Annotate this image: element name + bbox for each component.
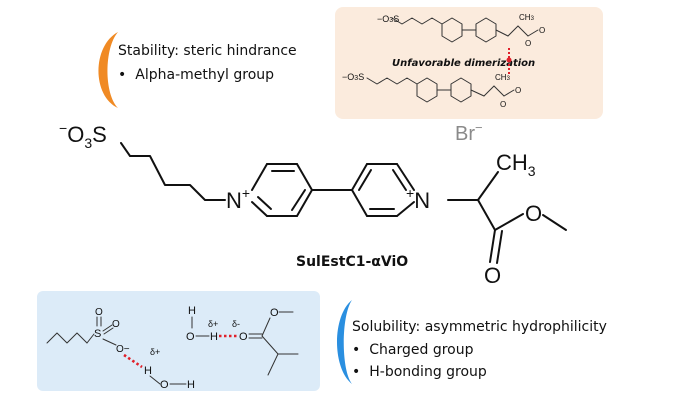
dimer-upper-carbonyl-o: O bbox=[525, 39, 531, 48]
stability-annotation: Stability: steric hindrance •Alpha-methy… bbox=[98, 32, 297, 108]
stability-title: Stability: steric hindrance bbox=[118, 43, 297, 59]
compound-name: SulEstC1-αViO bbox=[296, 254, 408, 270]
carbonyl-oxygen: O bbox=[484, 263, 501, 288]
dimerization-dot bbox=[506, 57, 512, 63]
dimer-upper-molecule bbox=[391, 17, 539, 43]
hbond-sulfur: S bbox=[94, 328, 101, 340]
hbond-ester-o: O bbox=[270, 307, 279, 319]
hbond-carbonyl-o: O bbox=[239, 331, 248, 343]
left-nitrogen: N+ bbox=[226, 185, 250, 213]
hbond-panel-bg bbox=[37, 291, 320, 391]
hbond-water2-h1: H bbox=[188, 305, 196, 317]
hbond-sulfonyl-o-right: O bbox=[112, 319, 120, 330]
ester-substituent bbox=[447, 171, 567, 264]
left-pyridinium-ring bbox=[251, 163, 313, 217]
dimer-upper-sulfonate: −O3S bbox=[377, 14, 399, 24]
hbond-1 bbox=[123, 353, 143, 369]
solubility-title: Solubility: asymmetric hydrophilicity bbox=[352, 319, 607, 335]
stability-bracket-icon bbox=[98, 32, 118, 108]
right-nitrogen: +N bbox=[406, 185, 430, 213]
solubility-bullet-2: •H-bonding group bbox=[352, 364, 487, 380]
hbond-water1-h1: H bbox=[144, 365, 152, 377]
hbond-panel: S O O O− δ+ H O H H O δ+ H δ- O O bbox=[37, 291, 320, 391]
hbond-alkyl-chain bbox=[46, 332, 88, 344]
hbond-water1-o: O bbox=[160, 379, 169, 391]
propyl-linker bbox=[120, 142, 226, 201]
stability-bullet-1: •Alpha-methyl group bbox=[118, 67, 274, 83]
dimerization-panel: −O3S CH3 O O Unfavorable dimerization −O… bbox=[335, 7, 603, 119]
dimer-lower-molecule bbox=[366, 77, 515, 103]
dimer-lower-ester-o: O bbox=[515, 86, 521, 95]
hbond-water1-h2: H bbox=[187, 379, 195, 391]
solubility-bracket-icon bbox=[337, 300, 352, 384]
dimer-lower-carbonyl-o: O bbox=[500, 100, 506, 109]
sulfonate-group-label: −O3S bbox=[59, 120, 107, 151]
hbond-sulfonate-o-minus: O− bbox=[116, 344, 130, 355]
dimer-upper-ester-o: O bbox=[539, 26, 545, 35]
dimer-lower-methyl: CH3 bbox=[495, 73, 511, 82]
dimer-upper-methyl: CH3 bbox=[519, 13, 535, 22]
hbond-water2-o: O bbox=[186, 331, 195, 343]
ester-oxygen: O bbox=[525, 201, 542, 226]
dimerization-panel-bg bbox=[335, 7, 603, 119]
main-molecule: −O3S N+ bbox=[59, 120, 567, 288]
dimer-lower-sulfonate: −O3S bbox=[342, 72, 364, 82]
right-pyridinium-ring bbox=[351, 163, 415, 217]
solubility-bullet-1: •Charged group bbox=[352, 342, 474, 358]
hbond-delta-minus: δ- bbox=[232, 319, 240, 329]
methyl-label: CH3 bbox=[496, 150, 536, 179]
counterion-label: Br− bbox=[455, 120, 483, 145]
dimerization-label: Unfavorable dimerization bbox=[392, 58, 535, 69]
hbond-water2-h2: H bbox=[210, 331, 218, 343]
hbond-delta-plus-2: δ+ bbox=[208, 319, 218, 329]
hbond-delta-plus-1: δ+ bbox=[150, 347, 160, 357]
hbond-sulfonyl-o-top: O bbox=[95, 307, 103, 318]
solubility-annotation: Solubility: asymmetric hydrophilicity •C… bbox=[337, 300, 607, 384]
